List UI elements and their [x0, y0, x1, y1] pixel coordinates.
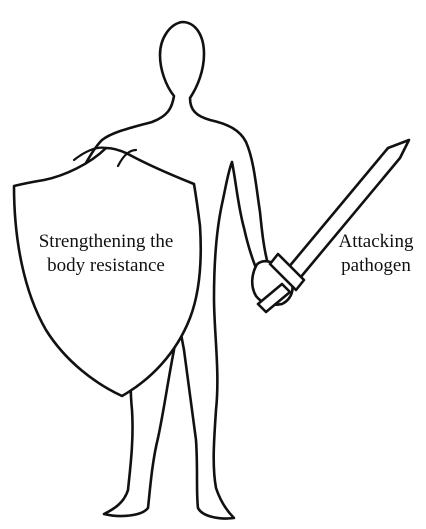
shield-label: Strengthening the body resistance [26, 230, 186, 278]
sword-label: Attacking pathogen [330, 230, 422, 278]
sword-label-line1: Attacking [330, 230, 422, 254]
sword-label-line2: pathogen [330, 254, 422, 278]
shield-label-line1: Strengthening the [26, 230, 186, 254]
shield-label-line2: body resistance [26, 254, 186, 278]
